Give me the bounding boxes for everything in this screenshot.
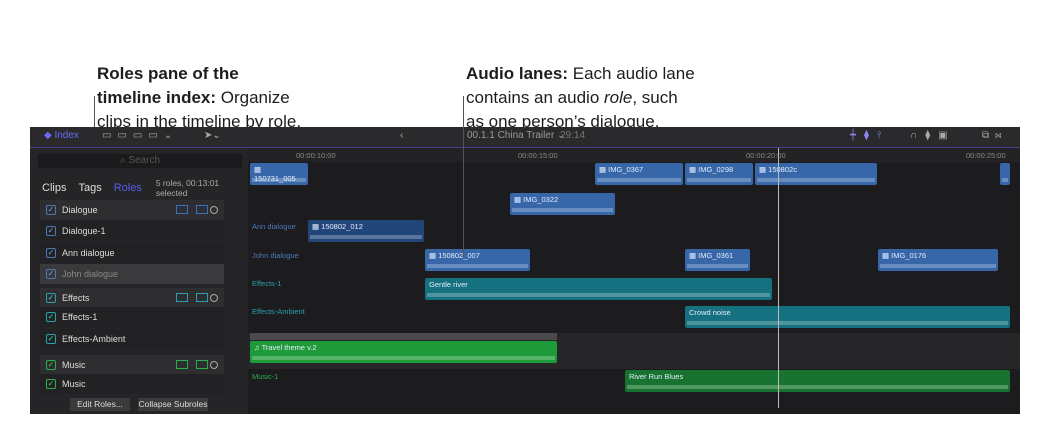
index-button[interactable]: ◆ Index	[44, 130, 79, 141]
role-ann-dialogue[interactable]: ✓Ann dialogue	[40, 243, 224, 263]
playhead[interactable]	[778, 148, 779, 408]
audio-clip[interactable]: ▦ 150802_012	[308, 220, 424, 242]
timeline-controls[interactable]: ┿⧫⫯	[850, 130, 890, 141]
timeline-toolbar: ◆ Index ▭▭▭▭⌄ ➤⌄ ‹ 00.1.1 China Trailer …	[30, 127, 1020, 148]
search-input[interactable]: ⌕ Search	[38, 154, 242, 168]
role-music-sub[interactable]: ✓Music	[40, 374, 224, 394]
video-clip[interactable]: ▦ 150802c	[755, 163, 877, 185]
lane-label: Effects-1	[252, 279, 282, 288]
audio-clip[interactable]: Crowd noise	[685, 306, 1010, 328]
tab-clips[interactable]: Clips	[42, 182, 67, 194]
audio-clip[interactable]: ▦ IMG_0361	[685, 249, 750, 271]
back-icon[interactable]: ‹	[400, 130, 404, 141]
ruler-tick: 00:00:10:00	[296, 151, 336, 160]
project-menu[interactable]: 00.1.1 China Trailer ⌄	[467, 130, 566, 141]
project-duration: 29:14	[560, 130, 586, 141]
audio-clip[interactable]: River Run Blues	[625, 370, 1010, 392]
timeline-index: ⌕ Search Clips Tags Roles 5 roles, 00:13…	[30, 148, 248, 414]
ruler-tick: 00:00:25:00	[966, 151, 1006, 160]
audio-clip[interactable]: ▦ IMG_0176	[878, 249, 998, 271]
video-clip[interactable]: ▦ 150731_005	[250, 163, 308, 185]
role-john-dialogue[interactable]: ✓John dialogue	[40, 264, 224, 284]
audio-clip[interactable]: ▦ 150802_007	[425, 249, 530, 271]
audio-clip[interactable]: Gentle river	[425, 278, 772, 300]
role-dialogue-1[interactable]: ✓Dialogue-1	[40, 221, 224, 241]
lane-label: Effects-Ambient	[252, 307, 305, 316]
lane-label: Music-1	[252, 372, 279, 381]
video-clip[interactable]	[1000, 163, 1010, 185]
window-controls[interactable]: ⧉⋈	[982, 130, 1008, 141]
video-clip[interactable]: ▦ IMG_0298	[685, 163, 753, 185]
lane-label: Ann dialogue	[252, 222, 296, 231]
video-clip[interactable]: ▦ IMG_0322	[510, 193, 615, 215]
video-clip[interactable]: ▦ IMG_0367	[595, 163, 683, 185]
audio-clip[interactable]: ♫ Travel theme v.2	[250, 341, 557, 363]
audio-controls[interactable]: ∩⧫▣	[910, 130, 956, 141]
tab-roles[interactable]: Roles	[113, 182, 142, 194]
collapse-subroles-button[interactable]: Collapse Subroles	[138, 398, 208, 411]
lane-label: John dialogue	[252, 251, 299, 260]
role-dialogue[interactable]: ✓Dialogue	[40, 200, 224, 220]
edit-roles-button[interactable]: Edit Roles...	[70, 398, 130, 411]
role-music[interactable]: ✓Music	[40, 355, 224, 375]
final-cut-window: ◆ Index ▭▭▭▭⌄ ➤⌄ ‹ 00.1.1 China Trailer …	[30, 127, 1020, 414]
role-effects[interactable]: ✓Effects	[40, 288, 224, 308]
roles-leader-line	[94, 96, 95, 151]
timeline-ruler[interactable]: 00:00:10:00 00:00:15:00 00:00:20:00 00:0…	[248, 148, 1020, 162]
timeline[interactable]: 00:00:10:00 00:00:15:00 00:00:20:00 00:0…	[248, 148, 1020, 414]
select-tool-icon[interactable]: ➤⌄	[204, 130, 221, 141]
ruler-tick: 00:00:15:00	[518, 151, 558, 160]
tab-tags[interactable]: Tags	[78, 182, 102, 194]
lanes-annotation: Audio lanes: Each audio lane contains an…	[466, 64, 695, 131]
ruler-tick: 00:00:20:00	[746, 151, 786, 160]
roles-annotation: Roles pane of the timeline index: Organi…	[97, 64, 302, 131]
role-effects-ambient[interactable]: ✓Effects-Ambient	[40, 329, 224, 349]
edit-buttons[interactable]: ▭▭▭▭⌄	[102, 130, 179, 141]
lanes-leader-line	[463, 96, 464, 256]
selection-info: 5 roles, 00:13:01 selected	[155, 178, 220, 198]
role-effects-1[interactable]: ✓Effects-1	[40, 307, 224, 327]
storyline-bar[interactable]	[250, 333, 557, 340]
